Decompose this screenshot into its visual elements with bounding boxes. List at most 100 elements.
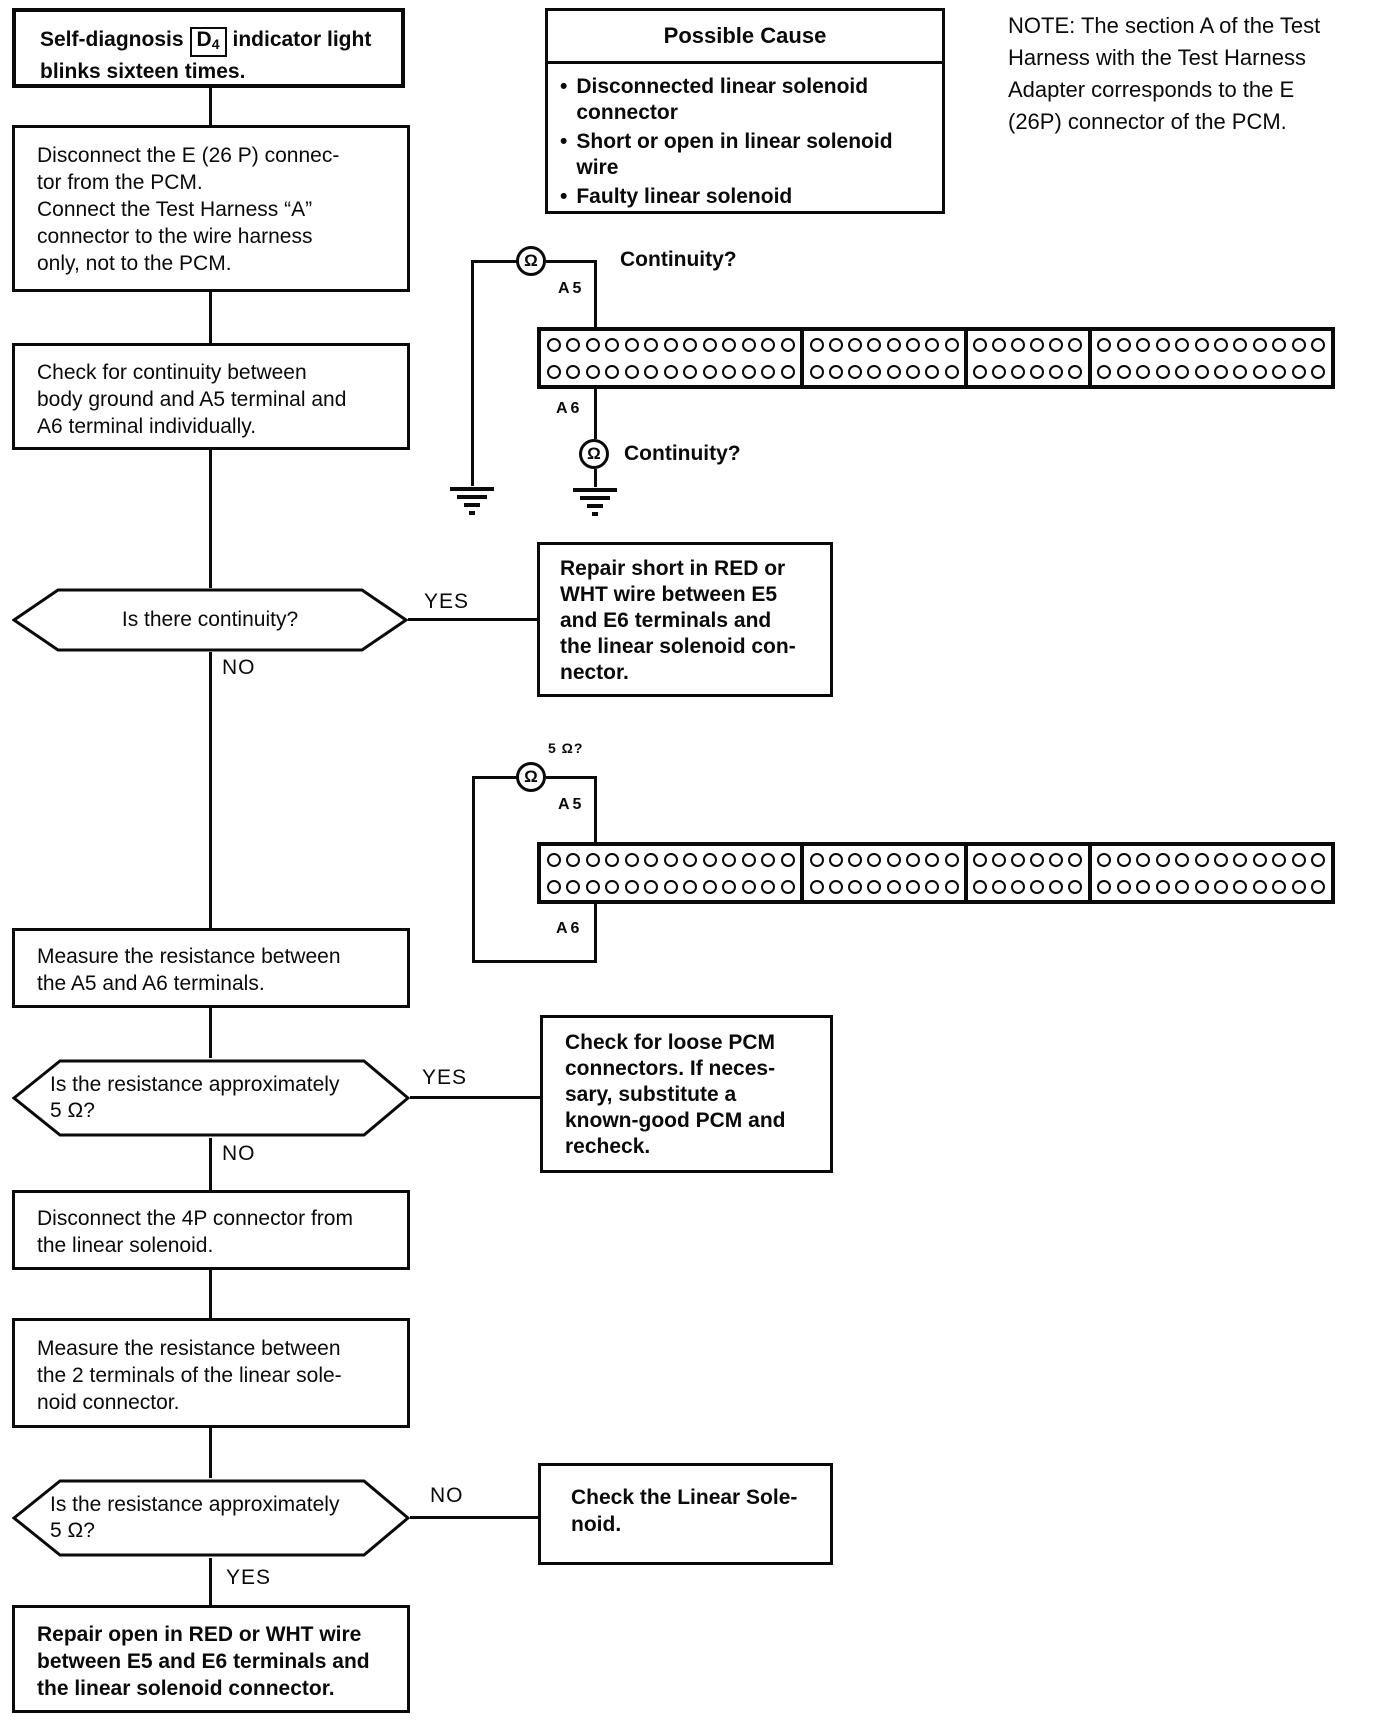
bullet-icon: • (560, 130, 568, 153)
d4-main: D (196, 28, 212, 51)
yes-label: YES (424, 590, 470, 613)
terminal-hole (886, 879, 901, 894)
terminal-hole (1155, 852, 1170, 867)
result-box-repair-open: Repair open in RED or WHT wire between E… (12, 1605, 410, 1713)
wire (472, 776, 475, 963)
terminal-hole (741, 879, 756, 894)
terminal-hole (663, 879, 678, 894)
wire (472, 260, 518, 263)
connector-section (1087, 846, 1331, 900)
terminal-hole (848, 364, 863, 379)
terminal-hole (1030, 852, 1045, 867)
terminal-hole (1272, 337, 1287, 352)
no-branch-line (209, 652, 212, 928)
start-text-post: indicator light (232, 28, 372, 51)
possible-cause-item: • Faulty linear solenoid (558, 184, 932, 210)
action-box-check-continuity: Check for continuity between body ground… (12, 343, 410, 450)
terminal-hole (1155, 337, 1170, 352)
terminal-hole (906, 852, 921, 867)
terminal-hole (780, 879, 795, 894)
terminal-hole (1136, 337, 1151, 352)
hexagon-shape (12, 588, 408, 652)
terminal-hole (605, 852, 620, 867)
terminal-hole (1030, 879, 1045, 894)
terminal-hole (1097, 337, 1112, 352)
terminal-hole (683, 337, 698, 352)
terminal-hole (722, 852, 737, 867)
terminal-hole (809, 364, 824, 379)
terminal-hole (780, 852, 795, 867)
connector-section (541, 331, 800, 385)
terminal-hole (1068, 852, 1083, 867)
terminal-hole (925, 364, 940, 379)
terminal-row (541, 873, 800, 900)
terminal-hole (1116, 879, 1131, 894)
possible-cause-item-text: Disconnected linear solenoid connector (576, 75, 869, 124)
continuity-question-label: Continuity? (620, 248, 737, 271)
five-ohm-question-label: 5 Ω? (548, 740, 584, 756)
terminal-hole (925, 337, 940, 352)
wire (473, 776, 518, 779)
terminal-hole (1233, 364, 1248, 379)
terminal-hole (722, 364, 737, 379)
note-text: NOTE: The section A of the Test Harness … (1008, 13, 1321, 134)
terminal-hole (1291, 852, 1306, 867)
terminal-hole (1068, 879, 1083, 894)
terminal-a5-label: A5 (556, 280, 587, 298)
terminal-hole (624, 879, 639, 894)
terminal-hole (973, 364, 988, 379)
terminal-hole (683, 879, 698, 894)
possible-cause-item: • Short or open in linear solenoid wire (558, 129, 932, 181)
terminal-hole (566, 337, 581, 352)
action-box-disconnect-4p: Disconnect the 4P connector from the lin… (12, 1190, 410, 1270)
terminal-hole (1311, 364, 1326, 379)
terminal-hole (663, 364, 678, 379)
terminal-hole (663, 852, 678, 867)
flow-line (209, 88, 212, 125)
terminal-hole (944, 364, 959, 379)
wire (471, 260, 474, 486)
terminal-hole (624, 337, 639, 352)
yes-branch-line (410, 1096, 540, 1099)
terminal-hole (992, 852, 1007, 867)
flow-line (209, 292, 212, 343)
flow-line (209, 1270, 212, 1318)
terminal-hole (585, 364, 600, 379)
flow-line (209, 1428, 212, 1478)
result-box-repair-short: Repair short in RED or WHT wire between … (537, 542, 833, 697)
terminal-hole (702, 337, 717, 352)
start-text-pre: Self-diagnosis (40, 28, 184, 51)
terminal-hole (702, 364, 717, 379)
wire (594, 469, 597, 487)
terminal-hole (644, 364, 659, 379)
terminal-hole (663, 337, 678, 352)
terminal-hole (761, 852, 776, 867)
terminal-hole (906, 337, 921, 352)
terminal-row (804, 846, 964, 873)
bullet-icon: • (560, 185, 568, 208)
terminal-row (1092, 846, 1331, 873)
terminal-row (541, 358, 800, 385)
terminal-hole (1049, 337, 1064, 352)
ohm-symbol: Ω (587, 444, 601, 463)
connector-section (963, 846, 1088, 900)
terminal-hole (1116, 364, 1131, 379)
action-box-measure-a5-a6: Measure the resistance between the A5 an… (12, 928, 410, 1008)
terminal-hole (1116, 852, 1131, 867)
terminal-hole (585, 879, 600, 894)
terminal-hole (1097, 879, 1112, 894)
decision-resistance-2-text: Is the resistance approximately 5 Ω? (50, 1493, 340, 1542)
terminal-row (968, 331, 1088, 358)
wire (472, 960, 597, 963)
terminal-hole (546, 337, 561, 352)
no-label: NO (222, 1142, 256, 1165)
terminal-hole (761, 337, 776, 352)
terminal-hole (585, 852, 600, 867)
terminal-hole (992, 879, 1007, 894)
terminal-hole (644, 337, 659, 352)
terminal-hole (1291, 879, 1306, 894)
ground-icon (573, 488, 617, 516)
terminal-hole (644, 852, 659, 867)
ground-icon (450, 487, 494, 515)
